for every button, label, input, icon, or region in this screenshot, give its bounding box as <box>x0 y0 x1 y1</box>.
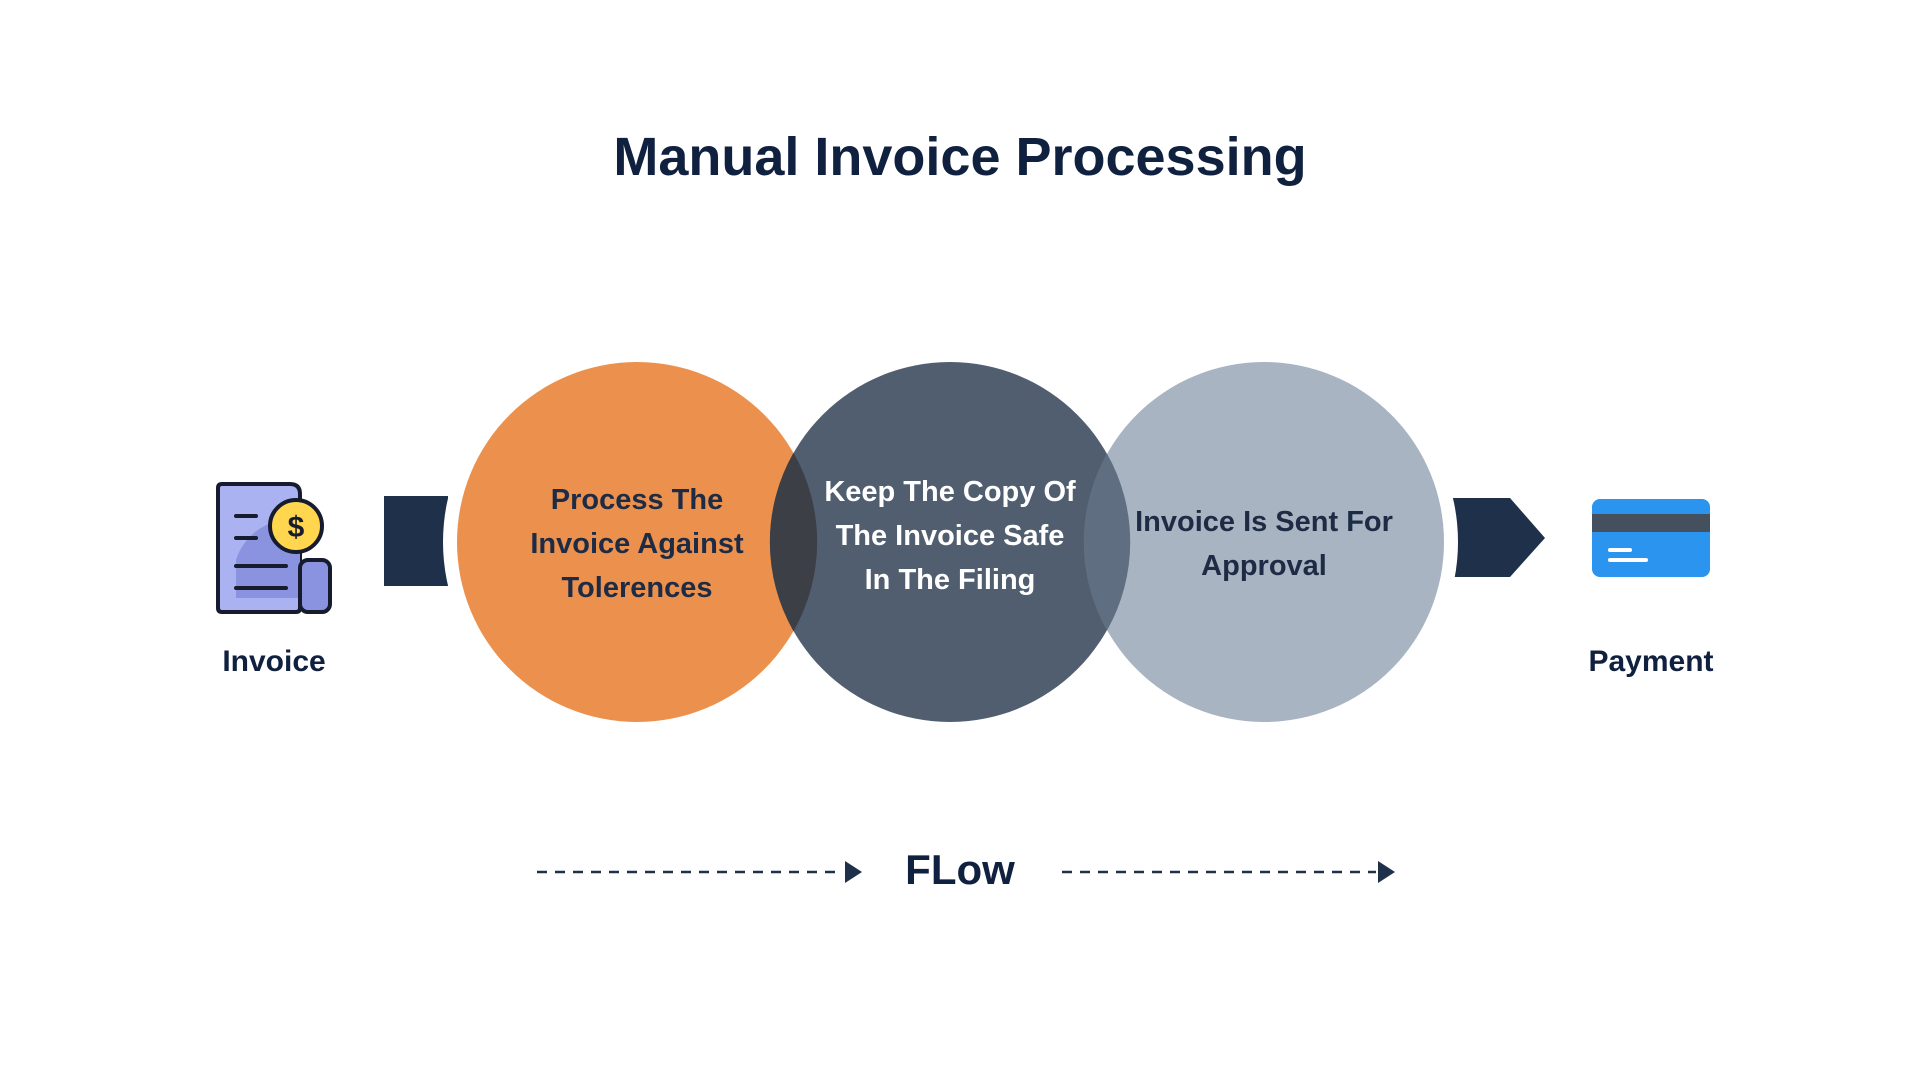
overlap-1-2 <box>769 452 818 632</box>
step-2-text: Keep The Copy Of The Invoice Safe In The… <box>824 476 1076 596</box>
right-arrow-connector <box>1446 498 1545 577</box>
payment-label: Payment <box>1588 645 1714 678</box>
invoice-label: Invoice <box>222 645 326 678</box>
step-circle-1 <box>457 362 817 722</box>
flow-arrow-left <box>537 861 862 883</box>
page-title: Manual Invoice Processing <box>613 127 1307 187</box>
step-1-text: Process The Invoice Against Tolerences <box>530 484 744 604</box>
step-circle-3 <box>1084 362 1444 722</box>
flow-label: FLow <box>905 846 1015 893</box>
credit-card-icon <box>1592 499 1710 577</box>
svg-text:$: $ <box>288 511 305 544</box>
flow-arrow-right <box>1062 861 1395 883</box>
left-connector <box>384 496 448 586</box>
step-circle-2 <box>770 362 1130 722</box>
step-3-text: Invoice Is Sent For Approval <box>1135 506 1393 582</box>
overlap-2-3 <box>1083 453 1131 631</box>
invoice-dollar-icon: $ <box>216 482 332 614</box>
